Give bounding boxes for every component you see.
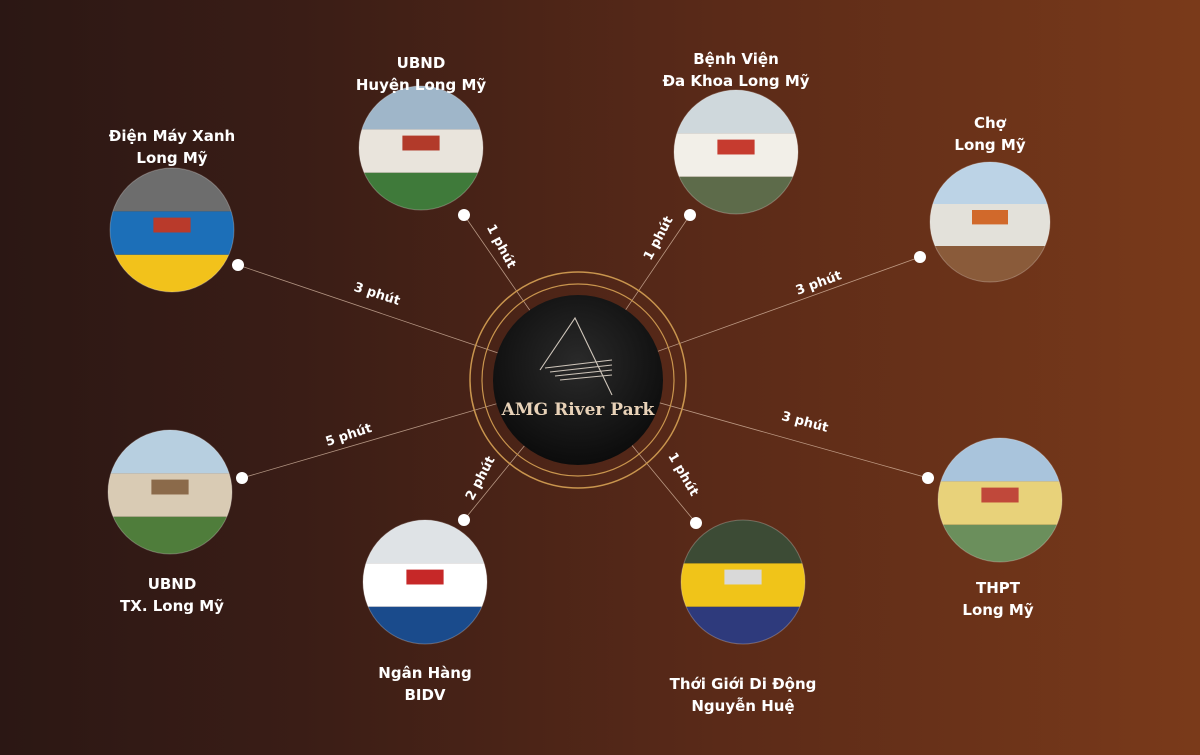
destination-name-line: Long Mỹ [136,149,208,167]
center-title: AMG River Park [501,400,655,420]
market-photo [929,161,1051,283]
town-hall-sign-photo [107,429,233,555]
destination-name-line: Huyện Long Mỹ [355,76,487,94]
connector-dot-dien-may [232,259,244,271]
destination-label-ubnd-huyen: UBND Huyện Long Mỹ [356,52,486,96]
destination-name-line: Chợ [974,114,1006,132]
connector-dot-benh-vien [684,209,696,221]
center-disc [493,295,663,465]
bank-photo [362,519,488,645]
connector-dot-cho [914,251,926,263]
electronics-store-photo [109,167,235,293]
school-photo [937,437,1063,563]
destination-name-line: UBND [396,54,446,72]
government-building-photo [358,85,484,211]
destination-name-line: Đa Khoa Long Mỹ [662,72,810,90]
destination-name-line: BIDV [404,686,446,704]
center-hub [469,271,687,489]
amg-logo-icon [539,316,613,396]
destination-name-line: Long Mỹ [954,136,1026,154]
destination-name-line: UBND [147,575,197,593]
destination-label-thpt: THPT Long Mỹ [962,577,1033,621]
inner-ring [481,283,675,477]
destination-name-line: Nguyễn Huệ [691,697,795,715]
phone-store-photo [680,519,806,645]
destination-name-line: Điện Máy Xanh [108,127,236,145]
connector-dot-ubnd-tx [236,472,248,484]
hospital-photo [673,89,799,215]
destination-label-benh-vien: Bệnh Viện Đa Khoa Long Mỹ [662,48,809,92]
destination-label-ubnd-tx: UBND TX. Long Mỹ [120,573,224,617]
connector-dot-ubnd-huyen [458,209,470,221]
connector-dot-bidv [458,514,470,526]
destination-name-line: THPT [975,579,1020,597]
destination-name-line: Ngân Hàng [378,664,472,682]
outer-ring [469,271,687,489]
destination-name-line: Thới Giới Di Động [669,675,817,693]
destination-name-line: Long Mỹ [962,601,1034,619]
connector-dot-thpt [922,472,934,484]
connector-dot-tgdd [690,517,702,529]
destination-name-line: TX. Long Mỹ [120,597,224,615]
destination-name-line: Bệnh Viện [693,50,779,68]
